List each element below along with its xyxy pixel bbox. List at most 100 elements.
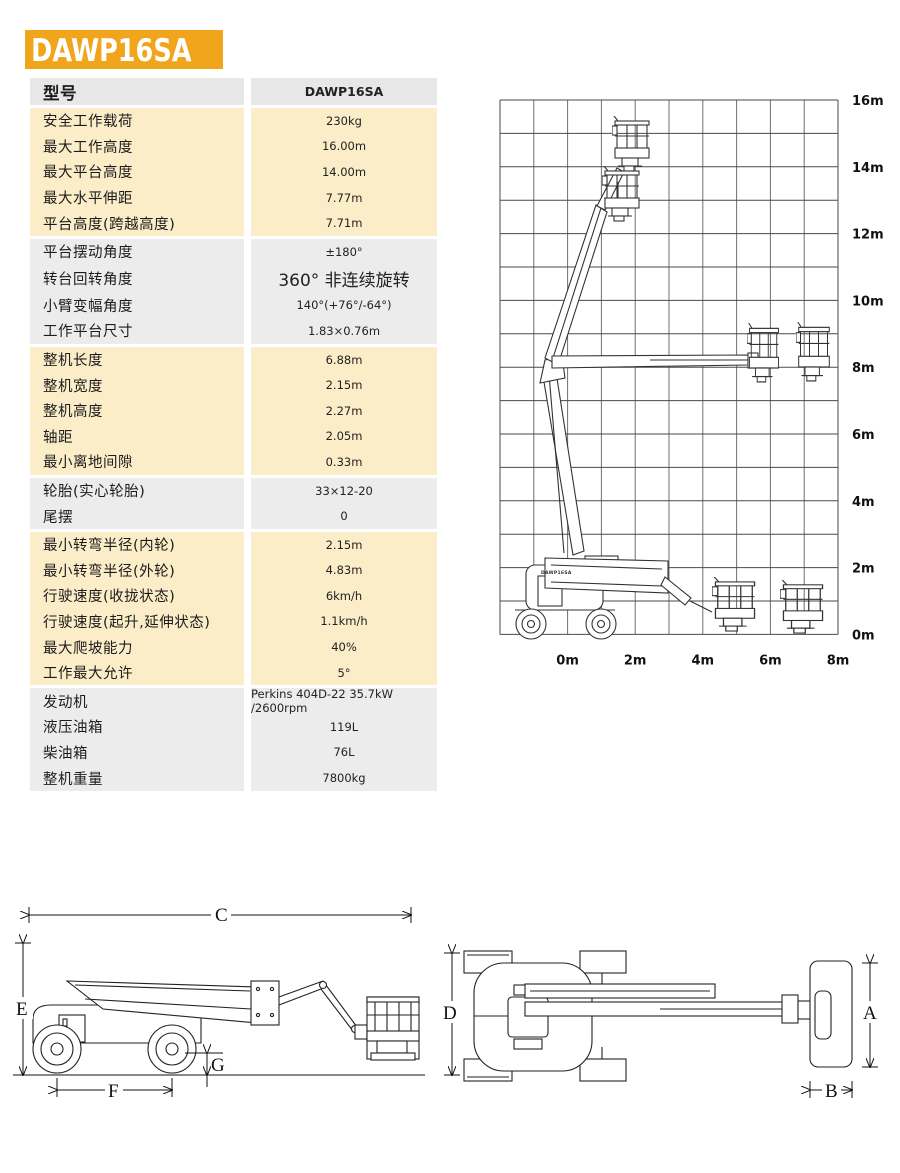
dim-ground-clearance: G [211, 1055, 225, 1076]
spec-row-value: 76L [251, 739, 437, 766]
spec-row-label: 转台回转角度 [30, 264, 244, 293]
spec-row-label: 轴距 [30, 423, 244, 450]
spec-column-gap [244, 739, 251, 766]
y-axis-tick: 8m [852, 361, 875, 376]
spec-row-label: 平台摆动角度 [30, 238, 244, 265]
spec-row-value: 140°(+76°/-64°) [251, 292, 437, 319]
spec-row-value: 5° [251, 659, 437, 686]
spec-row-value: 14.00m [251, 159, 437, 185]
spec-row: 液压油箱 119L [30, 714, 437, 740]
spec-column-gap [244, 608, 251, 635]
spec-column-gap [244, 397, 251, 424]
spec-row-label: 小臂变幅角度 [30, 292, 244, 319]
x-axis-tick: 0m [556, 653, 579, 668]
spec-row: 行驶速度(起升,延伸状态) 1.1km/h [30, 608, 437, 635]
spec-row-value: 0.33m [251, 449, 437, 475]
spec-row-value: 360° 非连续旋转 [251, 264, 437, 293]
dim-wheelbase: F [108, 1081, 119, 1102]
dim-overall-width: D [443, 1003, 457, 1024]
spec-column-gap [244, 78, 251, 105]
spec-row-value: 1.1km/h [251, 608, 437, 635]
spec-column-gap [244, 688, 251, 715]
y-axis-tick: 10m [852, 294, 884, 309]
model-banner-title: DAWP16SA [31, 31, 192, 68]
spec-column-gap [244, 292, 251, 319]
spec-row: 小臂变幅角度 140°(+76°/-64°) [30, 292, 437, 319]
spec-row: 平台摆动角度±180° [30, 238, 437, 265]
spec-row: 最小转弯半径(外轮)4.83m [30, 557, 437, 584]
spec-row: 行驶速度(收拢状态)6km/h [30, 583, 437, 609]
spec-row-value: 119L [251, 714, 437, 740]
side-view-drawing: C E F G [5, 885, 430, 1120]
x-axis-tick: 4m [692, 653, 715, 668]
spec-column-gap [244, 583, 251, 609]
spec-row-value: 2.15m [251, 372, 437, 398]
x-axis-tick: 2m [624, 653, 647, 668]
spec-row-label: 最大平台高度 [30, 159, 244, 185]
y-axis-tick: 14m [852, 161, 884, 176]
spec-row-label: 最小离地间隙 [30, 449, 244, 475]
spec-row-value: 2.15m [251, 531, 437, 558]
spec-row: 整机宽度 2.15m [30, 372, 437, 398]
spec-column-gap [244, 503, 251, 529]
spec-row-value: 7800kg [251, 765, 437, 791]
spec-row: 最小转弯半径(内轮) 2.15m [30, 531, 437, 558]
spec-row-label: 最小转弯半径(内轮) [30, 531, 244, 558]
spec-row-value: 0 [251, 503, 437, 529]
x-axis-tick: 6m [759, 653, 782, 668]
side-view-machine [32, 980, 420, 1074]
spec-column-gap [244, 184, 251, 211]
dim-overall-length: C [215, 905, 228, 926]
spec-column-gap [244, 238, 251, 265]
top-view-machine [463, 950, 853, 1082]
spec-row-label: 整机宽度 [30, 372, 244, 398]
spec-column-gap [244, 531, 251, 558]
spec-row: 轴距 2.05m [30, 423, 437, 450]
spec-row-value: 6.88m [251, 346, 437, 373]
spec-column-gap [244, 477, 251, 504]
spec-row-label: 整机高度 [30, 397, 244, 424]
spec-column-gap [244, 346, 251, 373]
spec-row-label: 整机长度 [30, 346, 244, 373]
spec-column-gap [244, 714, 251, 740]
spec-column-gap [244, 318, 251, 344]
spec-row-label: 安全工作载荷 [30, 108, 244, 134]
dim-overall-height: E [16, 999, 28, 1020]
spec-row-value: 4.83m [251, 557, 437, 584]
model-banner: DAWP16SA [25, 30, 223, 69]
spec-row: 平台高度(跨越高度)7.71m [30, 210, 437, 236]
x-axis-tick: 8m [827, 653, 850, 668]
spec-row-label: 柴油箱 [30, 739, 244, 766]
spec-row-value: 7.77m [251, 184, 437, 211]
spec-row-value: 40% [251, 634, 437, 660]
spec-column-gap [244, 557, 251, 584]
spec-row-label: 液压油箱 [30, 714, 244, 740]
spec-row-value: 2.05m [251, 423, 437, 450]
dim-platform-width: B [825, 1081, 838, 1102]
spec-row-value: 6km/h [251, 583, 437, 609]
spec-row-label: 行驶速度(起升,延伸状态) [30, 608, 244, 635]
spec-row-label: 发动机 [30, 688, 244, 715]
spec-row: 柴油箱 76L [30, 739, 437, 766]
spec-column-gap [244, 659, 251, 686]
